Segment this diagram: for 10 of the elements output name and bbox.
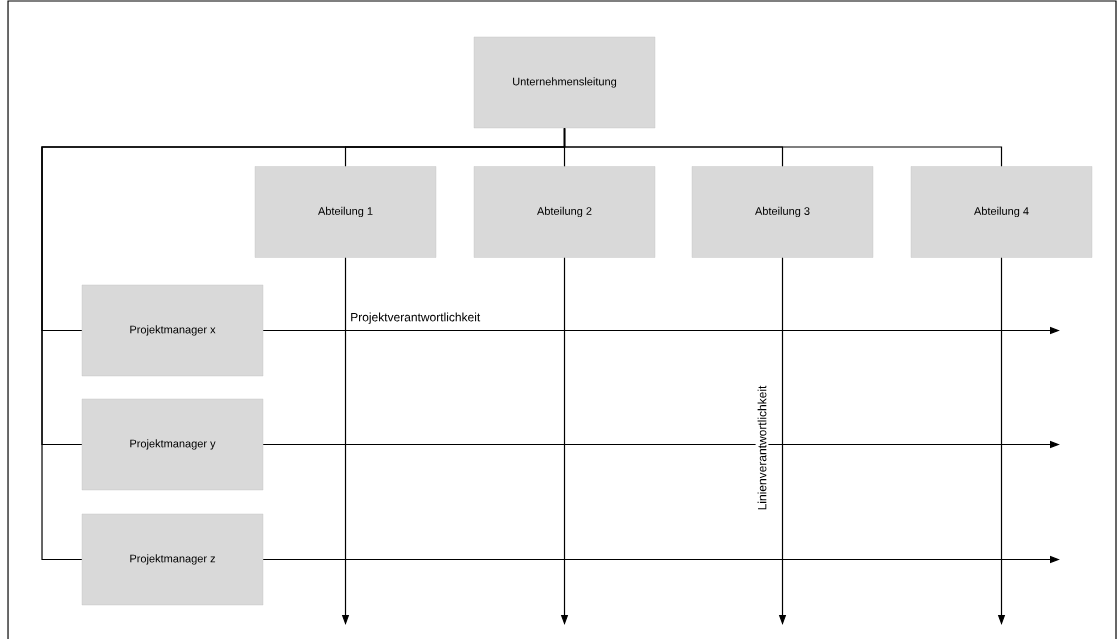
org-box: Unternehmensleitung (473, 36, 656, 129)
org-box: Abteilung 3 (691, 166, 874, 258)
org-box: Abteilung 4 (910, 166, 1093, 258)
org-box: Projektmanager y (81, 398, 264, 491)
org-box: Projektmanager x (81, 284, 264, 377)
org-box: Abteilung 1 (254, 166, 437, 258)
org-box: Projektmanager z (81, 513, 264, 606)
org-box: Abteilung 2 (473, 166, 656, 258)
axis-label: Projektverantwortlichkeit (351, 312, 481, 324)
axis-label: Linienverantwortlichkeit (755, 383, 769, 513)
